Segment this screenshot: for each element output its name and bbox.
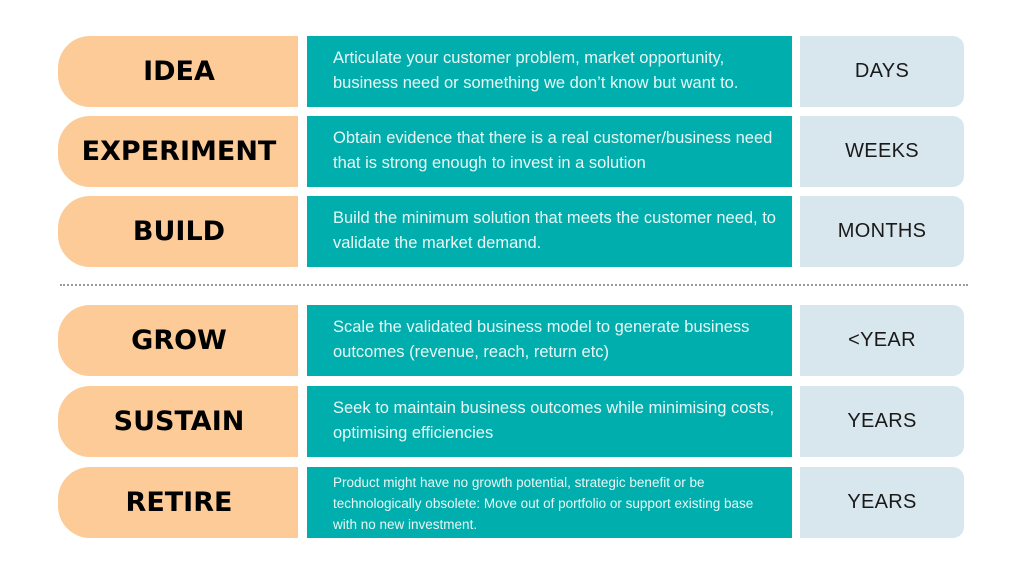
stage-label: IDEA — [143, 56, 215, 87]
description-text: Build the minimum solution that meets th… — [333, 208, 776, 252]
description-text: Scale the validated business model to ge… — [333, 317, 750, 361]
stage-duration-build: MONTHS — [800, 196, 964, 267]
phase-row-retire: RETIRE Product might have no growth pote… — [58, 467, 964, 538]
stage-description-experiment: Obtain evidence that there is a real cus… — [307, 116, 792, 187]
stage-description-retire: Product might have no growth potential, … — [307, 467, 792, 538]
stage-pill-sustain: SUSTAIN — [58, 386, 298, 457]
stage-pill-idea: IDEA — [58, 36, 298, 107]
stage-pill-retire: RETIRE — [58, 467, 298, 538]
duration-label: YEARS — [847, 491, 917, 513]
stage-description-grow: Scale the validated business model to ge… — [307, 305, 792, 376]
stage-duration-experiment: WEEKS — [800, 116, 964, 187]
description-text: Product might have no growth potential, … — [333, 475, 754, 532]
stage-description-build: Build the minimum solution that meets th… — [307, 196, 792, 267]
stage-description-sustain: Seek to maintain business outcomes while… — [307, 386, 792, 457]
dotted-divider — [60, 284, 968, 286]
stage-label: GROW — [131, 325, 227, 356]
stage-duration-sustain: YEARS — [800, 386, 964, 457]
stage-pill-grow: GROW — [58, 305, 298, 376]
stage-pill-build: BUILD — [58, 196, 298, 267]
stage-label: RETIRE — [125, 487, 233, 518]
phase-row-experiment: EXPERIMENT Obtain evidence that there is… — [58, 116, 964, 187]
stage-pill-experiment: EXPERIMENT — [58, 116, 298, 187]
description-text: Obtain evidence that there is a real cus… — [333, 128, 773, 172]
stage-label: BUILD — [132, 216, 226, 247]
duration-label: YEARS — [847, 410, 917, 432]
phase-row-idea: IDEA Articulate your customer problem, m… — [58, 36, 964, 107]
stage-label: SUSTAIN — [113, 406, 245, 437]
duration-label: <YEAR — [848, 329, 916, 351]
duration-label: WEEKS — [845, 140, 919, 162]
description-text: Seek to maintain business outcomes while… — [333, 398, 775, 442]
phase-row-grow: GROW Scale the validated business model … — [58, 305, 964, 376]
stage-duration-retire: YEARS — [800, 467, 964, 538]
description-text: Articulate your customer problem, market… — [333, 48, 739, 92]
duration-label: DAYS — [854, 60, 910, 82]
phase-row-build: BUILD Build the minimum solution that me… — [58, 196, 964, 267]
phase-row-sustain: SUSTAIN Seek to maintain business outcom… — [58, 386, 964, 457]
duration-label: MONTHS — [837, 220, 927, 242]
stage-duration-grow: <YEAR — [800, 305, 964, 376]
stage-label: EXPERIMENT — [81, 136, 277, 167]
stage-duration-idea: DAYS — [800, 36, 964, 107]
stage-description-idea: Articulate your customer problem, market… — [307, 36, 792, 107]
